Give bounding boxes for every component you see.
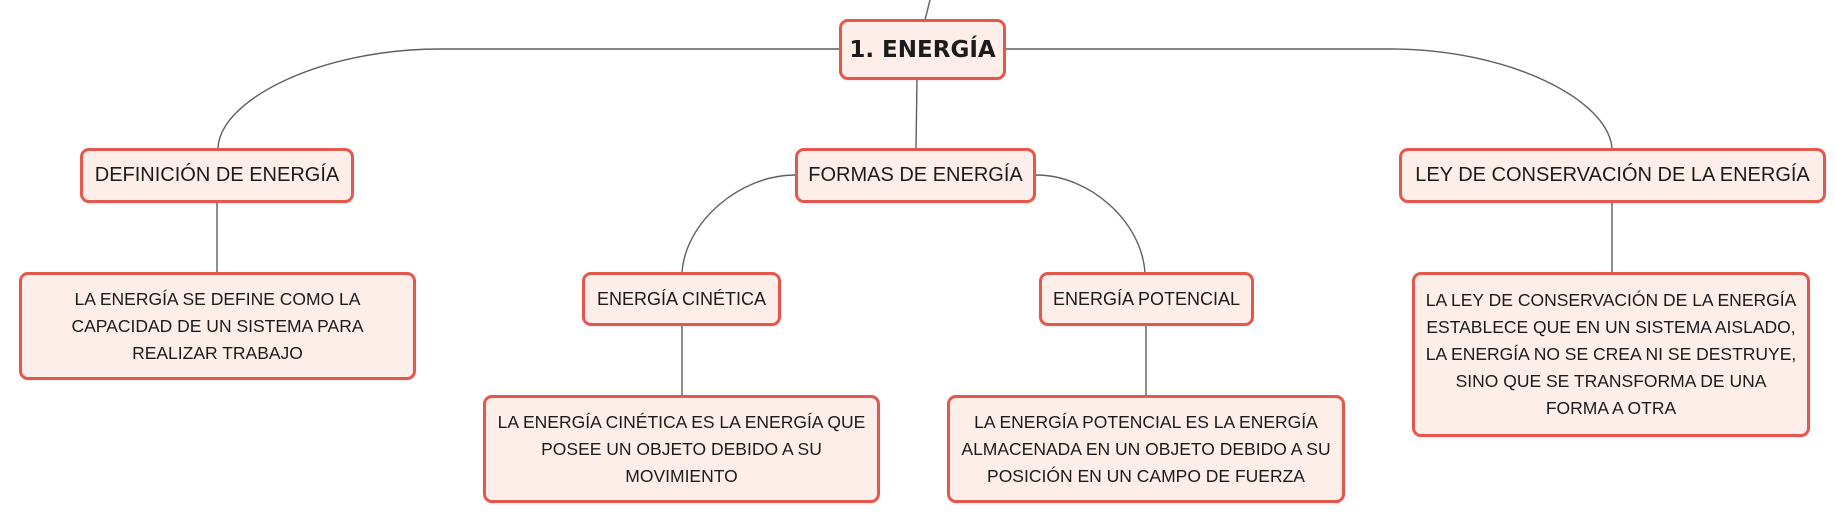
connector-forms-to-potential (1035, 174, 1146, 274)
kinetic-node-label: ENERGÍA CINÉTICA (596, 288, 767, 309)
definition-node-label: DEFINICIÓN DE ENERGÍA (94, 164, 340, 186)
forms-node[interactable]: FORMAS DE ENERGÍA (795, 148, 1036, 203)
kinetic-node[interactable]: ENERGÍA CINÉTICA (582, 272, 781, 326)
root-node[interactable]: 1. ENERGÍA (839, 19, 1006, 80)
conservation-detail-node[interactable]: LA LEY DE CONSERVACIÓN DE LA ENERGÍA EST… (1412, 272, 1810, 437)
definition-node[interactable]: DEFINICIÓN DE ENERGÍA (80, 148, 354, 203)
potential-detail-node[interactable]: LA ENERGÍA POTENCIAL ES LA ENERGÍA ALMAC… (947, 395, 1345, 503)
definition-detail-text: LA ENERGÍA SE DEFINE COMO LA CAPACIDAD D… (71, 288, 364, 363)
root-node-label: 1. ENERGÍA (849, 36, 996, 63)
potential-node[interactable]: ENERGÍA POTENCIAL (1039, 272, 1254, 326)
connector-parent-to-root (924, 0, 931, 21)
connector-root-to-conservation (1006, 48, 1613, 149)
conservation-node[interactable]: LEY DE CONSERVACIÓN DE LA ENERGÍA (1399, 148, 1826, 203)
potential-detail-text: LA ENERGÍA POTENCIAL ES LA ENERGÍA ALMAC… (961, 411, 1331, 486)
connector-root-to-forms (915, 78, 918, 149)
connector-forms-to-kinetic (681, 174, 796, 274)
potential-node-label: ENERGÍA POTENCIAL (1052, 288, 1241, 309)
definition-detail-node[interactable]: LA ENERGÍA SE DEFINE COMO LA CAPACIDAD D… (19, 272, 416, 380)
conservation-node-label: LEY DE CONSERVACIÓN DE LA ENERGÍA (1415, 164, 1810, 186)
forms-node-label: FORMAS DE ENERGÍA (808, 164, 1023, 186)
conservation-detail-text: LA LEY DE CONSERVACIÓN DE LA ENERGÍA EST… (1425, 290, 1797, 418)
kinetic-detail-node[interactable]: LA ENERGÍA CINÉTICA ES LA ENERGÍA QUE PO… (483, 395, 880, 503)
connector-root-to-definition (217, 48, 840, 149)
kinetic-detail-text: LA ENERGÍA CINÉTICA ES LA ENERGÍA QUE PO… (497, 411, 866, 486)
